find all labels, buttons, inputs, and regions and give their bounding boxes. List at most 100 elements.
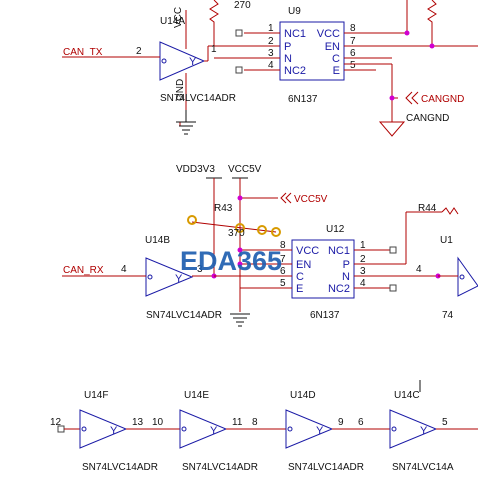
- pin-label: C: [332, 53, 340, 65]
- gate-pin: 10: [152, 417, 164, 428]
- vcc5v-port: VCC5V: [294, 194, 328, 205]
- gate-out-label: Y: [316, 425, 324, 437]
- pin-label: N: [342, 271, 350, 283]
- r43-value: 370: [228, 228, 245, 239]
- inverter-gate-u14d: U14D Y SN74LVC14ADR 9 6: [285, 390, 390, 473]
- u14a-vcc-pin: VCC: [173, 7, 184, 28]
- watermark-logo: EDA365: [180, 246, 282, 276]
- u14b-gate: [145, 257, 194, 297]
- pin-label: NC1: [328, 245, 350, 257]
- u1-ref: U1: [440, 235, 453, 246]
- pin-number: 8: [350, 23, 356, 34]
- r43-pad-right: [257, 225, 267, 235]
- cangnd-ground-icon: [378, 121, 406, 137]
- u14a-part: SN74LVC14ADR: [160, 93, 236, 104]
- cangnd-port-icon: [405, 91, 419, 105]
- pin-label: N: [284, 53, 292, 65]
- u9-body: [279, 21, 345, 81]
- gate-pin: 8: [252, 417, 258, 428]
- junction: [389, 95, 395, 101]
- pin-number: 6: [350, 48, 356, 59]
- r44-ref: R44: [418, 203, 437, 214]
- pin-label: EN: [325, 41, 340, 53]
- middle-ground-icon: [230, 313, 250, 327]
- gate-part: SN74LVC14ADR: [288, 462, 364, 473]
- r43-pad-left: [187, 215, 197, 225]
- vdd-label: VDD3V3: [176, 164, 215, 175]
- u14b-ref: U14B: [145, 235, 170, 246]
- nc-box: [235, 29, 243, 37]
- gate-part: SN74LVC14ADR: [82, 462, 158, 473]
- pin-label: NC2: [284, 65, 306, 77]
- gate-pin: 5: [442, 417, 448, 428]
- junction: [237, 195, 243, 201]
- inverter-body: [179, 409, 228, 449]
- pin-label: NC1: [284, 28, 306, 40]
- junction: [429, 43, 435, 49]
- pin-number: 3: [268, 48, 274, 59]
- gate-pin: 9: [338, 417, 344, 428]
- pin-number: 2: [268, 36, 274, 47]
- pin-number: 5: [280, 278, 286, 289]
- pin-number: 2: [360, 254, 366, 265]
- net-cangnd-label: CANGND: [406, 113, 449, 124]
- u14a-out-pin: 1: [211, 44, 217, 55]
- r44-resistor: [441, 207, 459, 215]
- pin-label: P: [284, 41, 291, 53]
- u1-part: 74: [442, 310, 454, 321]
- gate-pin: 11: [232, 417, 243, 428]
- gate-ref: U14E: [184, 390, 209, 401]
- vcc5v-port-icon: [280, 192, 292, 204]
- top-resistor-value: 270: [234, 0, 251, 11]
- pin-label: E: [296, 283, 303, 295]
- u14a-in-pin: 2: [136, 46, 142, 57]
- u14b-in-pin: 4: [121, 264, 127, 275]
- pin-label: NC2: [328, 283, 350, 295]
- nc-box: [235, 66, 243, 74]
- u14a-gnd-pin: GND: [175, 79, 186, 101]
- net-cangnd-port: CANGND: [421, 94, 464, 105]
- u14b-out-pin: 3: [197, 264, 203, 275]
- pin-number: 3: [360, 266, 366, 277]
- gate-part: SN74LVC14ADR: [182, 462, 258, 473]
- u14b-part: SN74LVC14ADR: [146, 310, 222, 321]
- pin-number: 7: [350, 36, 356, 47]
- gate-out-label: Y: [110, 425, 118, 437]
- inverter-body: [79, 409, 128, 449]
- u14a-ref: U14A: [160, 16, 185, 27]
- junction: [237, 247, 243, 253]
- pin-number: 4: [268, 60, 274, 71]
- pin-label: VCC: [296, 245, 319, 257]
- pin-number: 6: [280, 266, 286, 277]
- gate-pin: 6: [358, 417, 364, 428]
- u1-gate-partial: [457, 256, 478, 297]
- pin-label: EN: [296, 259, 311, 271]
- pin-label: E: [333, 65, 340, 77]
- net-can-tx: CAN_TX: [63, 47, 103, 58]
- u14a-gate: [159, 41, 206, 81]
- top-resistor: [209, 0, 219, 46]
- pin-label: VCC: [317, 28, 340, 40]
- middle-section: VDD3V3 VCC5V VCC5V R43 370 U14B Y SN74LV…: [62, 164, 478, 327]
- gate-ref: U14D: [290, 390, 316, 401]
- inverter-body: [389, 409, 438, 449]
- u1-in-pin: 4: [416, 264, 422, 275]
- u14a-out-label: Y: [189, 56, 197, 68]
- bottom-input-pin: 12: [50, 417, 62, 428]
- top-ground-icon: [176, 110, 196, 135]
- u9-part: 6N137: [288, 94, 318, 105]
- pin-number: 8: [280, 240, 286, 251]
- gate-ref: U14C: [394, 390, 420, 401]
- gate-part: SN74LVC14A: [392, 462, 454, 473]
